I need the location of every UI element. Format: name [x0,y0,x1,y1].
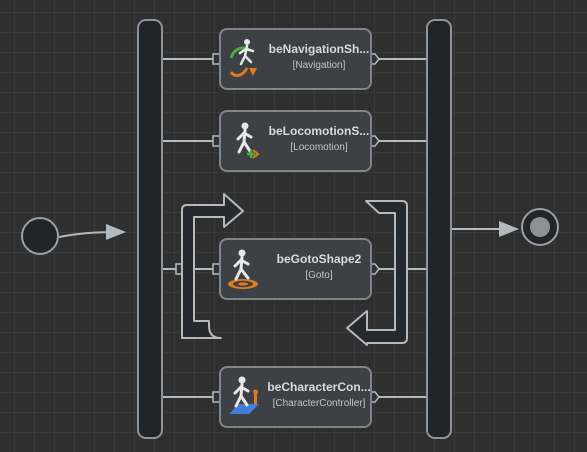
node-goto-title: beGotoShape2 [276,252,362,266]
node-character[interactable]: beCharacterCon... [CharacterController] [219,366,372,428]
character-controller-figure-icon [229,376,259,414]
node-locomotion[interactable]: beLocomotionS... [Locomotion] [219,110,372,172]
end-node-dot [530,217,550,237]
start-node[interactable] [21,217,59,255]
loop-arrow-right [346,200,408,346]
join-bar[interactable] [426,19,452,439]
fork-bar[interactable] [137,19,163,439]
node-goto[interactable]: beGotoShape2 [Goto] [219,238,372,300]
goto-target-figure-icon [228,249,258,289]
locomotion-figure-icon [236,122,260,159]
node-character-subtitle: [CharacterController] [272,398,366,409]
node-locomotion-subtitle: [Locomotion] [290,142,348,153]
node-navigation-subtitle: [Navigation] [292,60,346,71]
node-character-title: beCharacterCon... [267,380,371,394]
loop-arrow-left [181,193,244,339]
wire-start-to-fork [58,224,126,241]
node-navigation-title: beNavigationSh... [268,42,370,56]
node-locomotion-title: beLocomotionS... [268,124,370,138]
node-goto-subtitle: [Goto] [305,270,333,281]
end-node[interactable] [521,208,559,246]
navigation-figure-icon [229,39,257,77]
node-navigation[interactable]: beNavigationSh... [Navigation] [219,28,372,90]
